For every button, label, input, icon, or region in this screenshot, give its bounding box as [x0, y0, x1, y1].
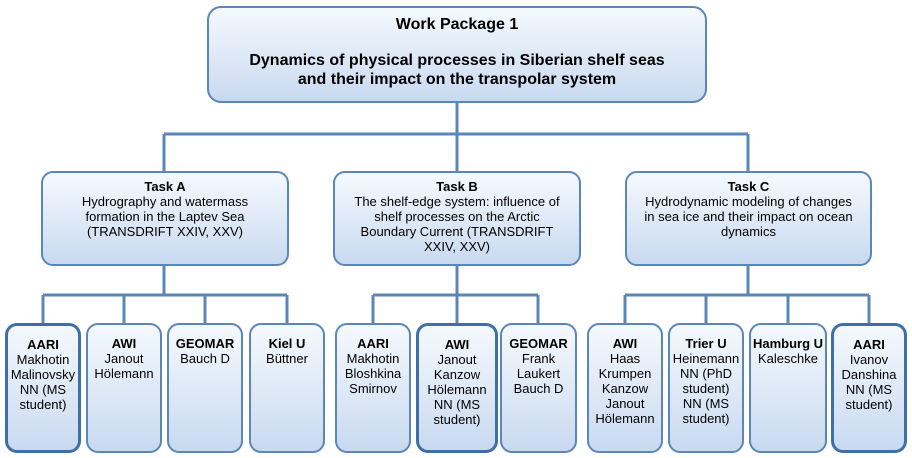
team-name: AWI — [612, 336, 638, 351]
task-description: The shelf-edge system: influence of shel… — [335, 194, 579, 254]
team-name: Hamburg U — [752, 336, 824, 351]
team-member: Danshina — [841, 367, 897, 382]
task-title: Task B — [436, 179, 478, 194]
team-member: Büttner — [266, 351, 308, 366]
team-member: Krumpen — [598, 366, 652, 381]
team-members: Janout Kanzow Hölemann NN (MS student) — [419, 352, 495, 427]
team-name: AARI — [27, 337, 59, 352]
team-members: Makhotin Bloshkina Smirnov — [337, 351, 409, 396]
team-box-hamburg-task-c: Hamburg U Kaleschke — [749, 323, 827, 453]
task-c-box: Task C Hydrodynamic modeling of changes … — [625, 171, 872, 266]
team-box-kiel-task-a: Kiel U Büttner — [249, 323, 325, 453]
team-member: Janout — [104, 351, 144, 366]
team-member: Kanzow — [601, 381, 649, 396]
team-member: Bauch D — [513, 381, 564, 396]
team-member: Makhotin — [16, 352, 70, 367]
team-member: Hölemann — [427, 382, 487, 397]
team-member: Frank — [521, 351, 556, 366]
team-member: student) — [682, 381, 730, 396]
team-member: Kaleschke — [758, 351, 818, 366]
task-a-box: Task A Hydrography and watermass formati… — [41, 171, 289, 266]
task-description-line: (TRANSDRIFT XXIV, XXV) — [86, 224, 244, 239]
team-member: NN (MS — [19, 382, 67, 397]
task-description-line: XXIV, XXV) — [424, 239, 490, 254]
team-member: Janout — [437, 352, 477, 367]
team-member: student) — [19, 397, 67, 412]
task-title: Task C — [727, 179, 770, 194]
task-b-box: Task B The shelf-edge system: influence … — [333, 171, 581, 266]
team-box-geomar-task-a: GEOMAR Bauch D — [167, 323, 243, 453]
work-package-subtitle: Dynamics of physical processes in Siberi… — [209, 51, 705, 89]
team-name: AWI — [111, 336, 137, 351]
task-description-line: Hydrodynamic modeling of changes — [645, 194, 852, 209]
team-box-geomar-task-b: GEOMAR Frank Laukert Bauch D — [500, 323, 577, 453]
task-description-line: shelf processes on the Arctic — [374, 209, 540, 224]
task-title: Task A — [144, 179, 186, 194]
team-box-awi-task-a: AWI Janout Hölemann — [86, 323, 162, 453]
team-box-aari-task-b: AARI Makhotin Bloshkina Smirnov — [335, 323, 411, 453]
team-member: NN (PhD — [679, 366, 732, 381]
work-package-subtitle-line: Dynamics of physical processes in Siberi… — [249, 52, 665, 69]
team-member: Heinemann — [672, 351, 740, 366]
work-package-box: Work Package 1 Dynamics of physical proc… — [207, 6, 707, 103]
team-member: Laukert — [516, 366, 561, 381]
task-description-line: dynamics — [721, 224, 776, 239]
team-member: Janout — [605, 396, 645, 411]
team-member: student) — [845, 397, 893, 412]
work-package-title: Work Package 1 — [395, 16, 519, 33]
task-description-line: Boundary Current (TRANSDRIFT — [360, 224, 554, 239]
team-member: Haas — [609, 351, 641, 366]
team-box-awi-task-c: AWI Haas Krumpen Kanzow Janout Hölemann — [587, 323, 663, 453]
task-description: Hydrography and watermass formation in t… — [43, 194, 287, 239]
team-member: Bauch D — [180, 351, 230, 366]
team-members: Janout Hölemann — [88, 351, 160, 381]
team-member: NN (MS — [433, 397, 481, 412]
team-members: Heinemann NN (PhD student) NN (MS studen… — [670, 351, 742, 426]
team-members: Kaleschke — [751, 351, 825, 366]
task-description-line: The shelf-edge system: influence of — [354, 194, 560, 209]
team-name: GEOMAR — [509, 336, 568, 351]
team-members: Makhotin Malinovsky NN (MS student) — [8, 352, 78, 412]
team-name: AARI — [853, 337, 885, 352]
team-members: Bauch D — [169, 351, 241, 366]
team-member: Malinovsky — [10, 367, 76, 382]
team-members: Ivanov Danshina NN (MS student) — [834, 352, 904, 412]
team-name: AWI — [444, 337, 470, 352]
team-member: student) — [682, 411, 730, 426]
team-member: Bloshkina — [344, 366, 402, 381]
team-member: NN (MS — [682, 396, 730, 411]
team-box-awi-task-b: AWI Janout Kanzow Hölemann NN (MS studen… — [416, 323, 498, 453]
team-name: AARI — [357, 336, 389, 351]
team-members: Büttner — [251, 351, 323, 366]
task-description-line: formation in the Laptev Sea — [85, 209, 245, 224]
team-name: GEOMAR — [175, 336, 235, 351]
team-member: Smirnov — [349, 381, 397, 396]
team-box-aari-task-a: AARI Makhotin Malinovsky NN (MS student) — [5, 323, 81, 453]
task-description-line: in sea ice and their impact on ocean — [644, 209, 853, 224]
team-member: Ivanov — [849, 352, 889, 367]
team-box-trier-task-c: Trier U Heinemann NN (PhD student) NN (M… — [668, 323, 744, 453]
team-box-aari-task-c: AARI Ivanov Danshina NN (MS student) — [831, 323, 907, 453]
task-description: Hydrodynamic modeling of changes in sea … — [627, 194, 870, 239]
team-members: Haas Krumpen Kanzow Janout Hölemann — [589, 351, 661, 426]
team-member: Hölemann — [94, 366, 154, 381]
team-member: Makhotin — [346, 351, 400, 366]
team-member: Hölemann — [595, 411, 655, 426]
team-member: Kanzow — [433, 367, 481, 382]
task-description-line: Hydrography and watermass — [81, 194, 249, 209]
team-name: Kiel U — [268, 336, 306, 351]
team-member: NN (MS — [845, 382, 893, 397]
work-package-subtitle-line: and their impact on the transpolar syste… — [297, 71, 617, 88]
team-member: student) — [433, 412, 481, 427]
team-name: Trier U — [685, 336, 727, 351]
team-members: Frank Laukert Bauch D — [502, 351, 575, 396]
